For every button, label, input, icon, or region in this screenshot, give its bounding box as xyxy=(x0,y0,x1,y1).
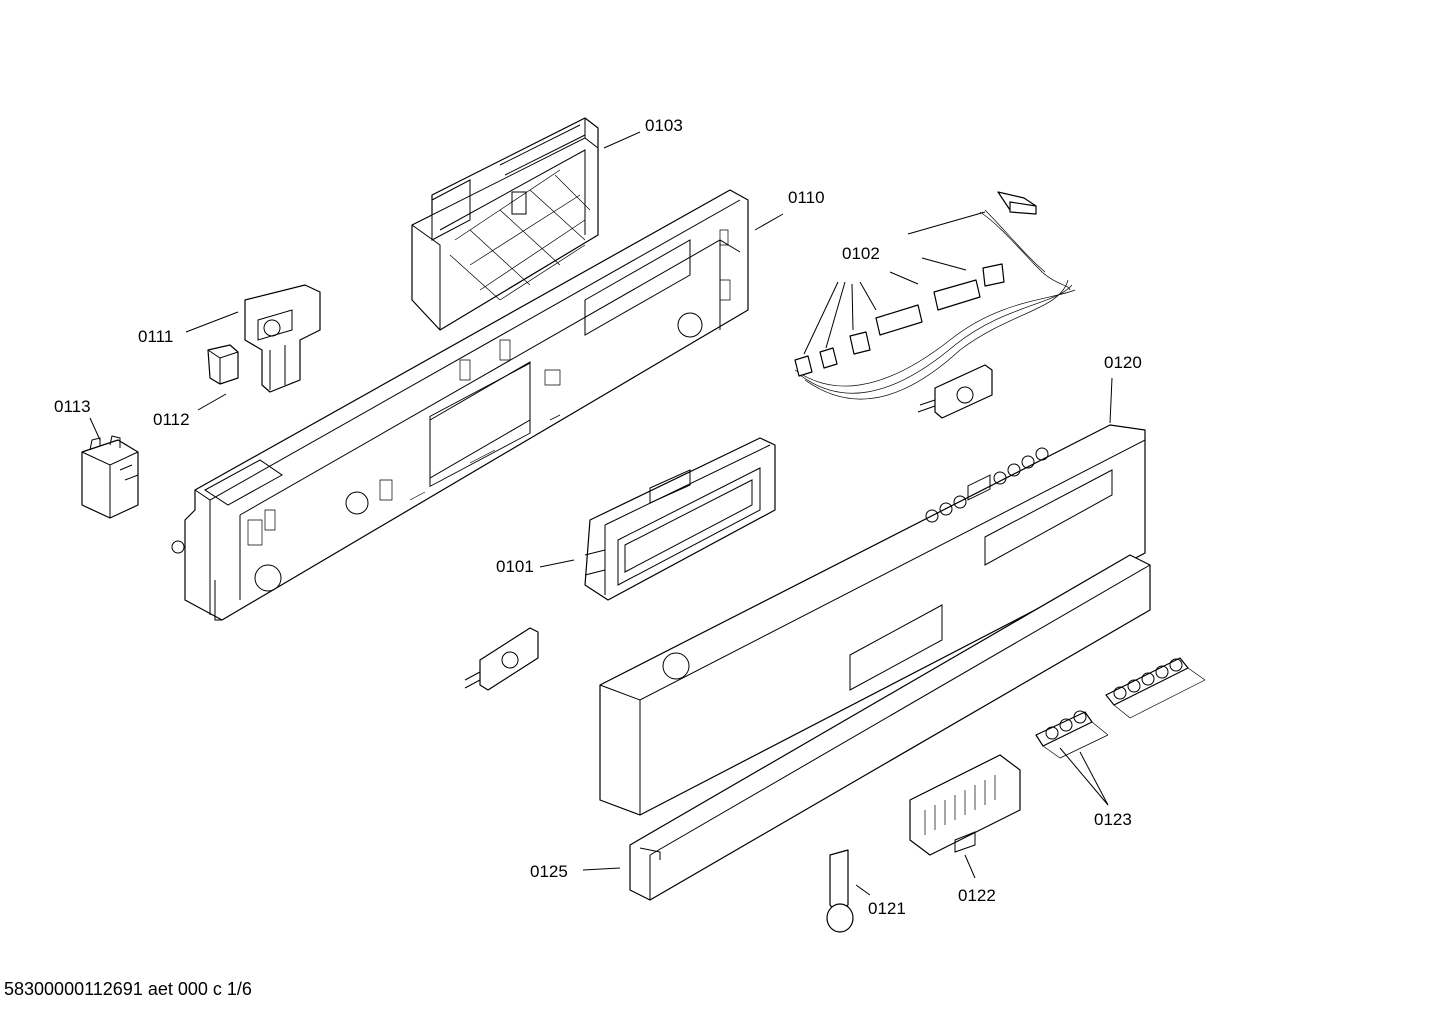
part-0121-button xyxy=(826,849,854,933)
label-0110: 0110 xyxy=(788,188,825,207)
part-0120-fascia-panel xyxy=(599,424,1146,816)
part-0122-button-carrier xyxy=(909,754,1021,856)
part-0101-display-module xyxy=(584,437,776,601)
part-0111-sensor xyxy=(244,284,321,393)
label-0101: 0101 xyxy=(496,557,534,576)
label-0120: 0120 xyxy=(1104,353,1142,372)
label-0112: 0112 xyxy=(153,410,190,429)
part-0112-component xyxy=(207,344,239,385)
part-0123-led-strips xyxy=(1035,657,1206,759)
label-0125: 0125 xyxy=(530,862,568,881)
label-0111: 0111 xyxy=(138,327,173,346)
part-0113-relay xyxy=(81,435,139,519)
label-0102: 0102 xyxy=(842,244,880,263)
label-0103: 0103 xyxy=(645,116,683,135)
clip-part-upper xyxy=(917,364,993,419)
part-0125-strip xyxy=(629,554,1151,901)
clip-part-lower xyxy=(464,627,539,691)
part-0110-frame xyxy=(171,189,749,621)
label-0123: 0123 xyxy=(1094,810,1132,829)
label-0121: 0121 xyxy=(868,899,906,918)
document-footer-id: 58300000112691 aet 000 c 1/6 xyxy=(4,979,252,999)
part-0102-wiring-harness xyxy=(794,191,1076,400)
part-0103-control-module xyxy=(411,117,599,331)
label-0122: 0122 xyxy=(958,886,996,905)
label-0113: 0113 xyxy=(54,397,91,416)
